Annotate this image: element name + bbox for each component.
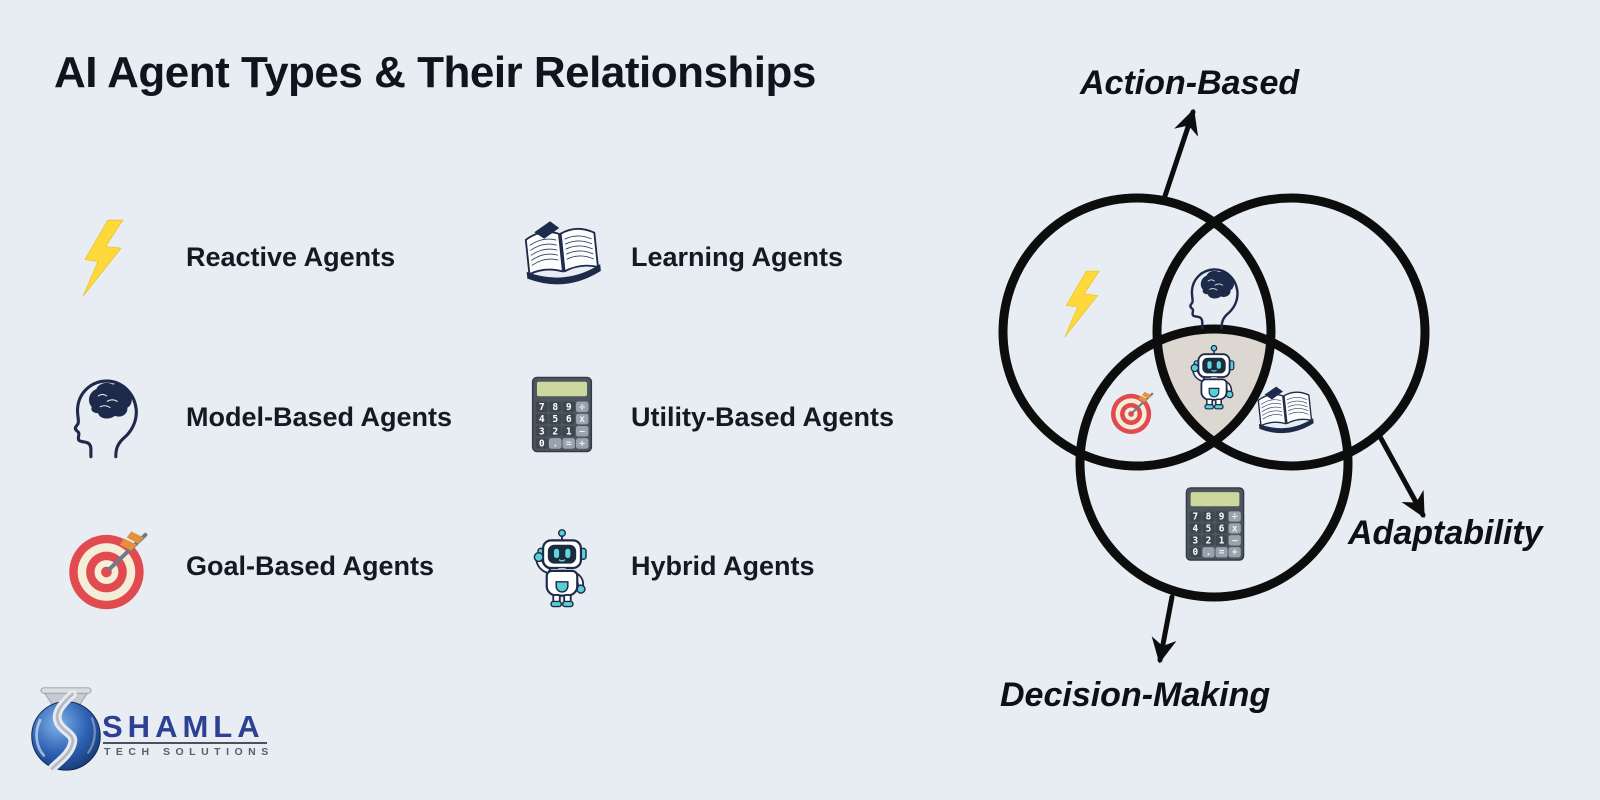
logo-company-name: SHAMLA: [102, 709, 265, 744]
venn-label-decision-making: Decision-Making: [1000, 676, 1271, 714]
shamla-globe-logo-icon: [28, 685, 104, 773]
legend-label-reactive-agents: Reactive Agents: [186, 242, 396, 272]
venn-circle-decision: [1075, 324, 1353, 602]
venn-head-brain-icon: [1189, 268, 1239, 330]
venn-lightning-icon: [1064, 270, 1100, 338]
venn-target-icon: [1110, 390, 1154, 435]
legend-label-learning-agents: Learning Agents: [631, 242, 844, 272]
legend-label-goal-based-agents: Goal-Based Agents: [186, 551, 435, 581]
action-based-arrow: [1160, 108, 1199, 205]
venn-calculator-icon: [1185, 487, 1245, 561]
venn-circle-adaptability: [1152, 193, 1430, 471]
venn-label-adaptability: Adaptability: [1348, 514, 1543, 552]
legend-label-model-based-agents: Model-Based Agents: [186, 402, 453, 432]
legend-label-utility-based-agents: Utility-Based Agents: [631, 402, 895, 432]
decision-making-arrow: [1151, 594, 1177, 664]
venn-open-book-icon: [1254, 384, 1316, 436]
venn-circle-action: [998, 193, 1276, 471]
venn-label-action-based: Action-Based: [1080, 64, 1300, 102]
legend-label-hybrid-agents: Hybrid Agents: [631, 551, 815, 581]
logo-divider: [103, 742, 267, 744]
logo-tagline: TECH SOLUTIONS: [104, 746, 274, 758]
page-title: AI Agent Types & Their Relationships: [54, 48, 816, 97]
adaptability-arrow: [1375, 430, 1426, 519]
